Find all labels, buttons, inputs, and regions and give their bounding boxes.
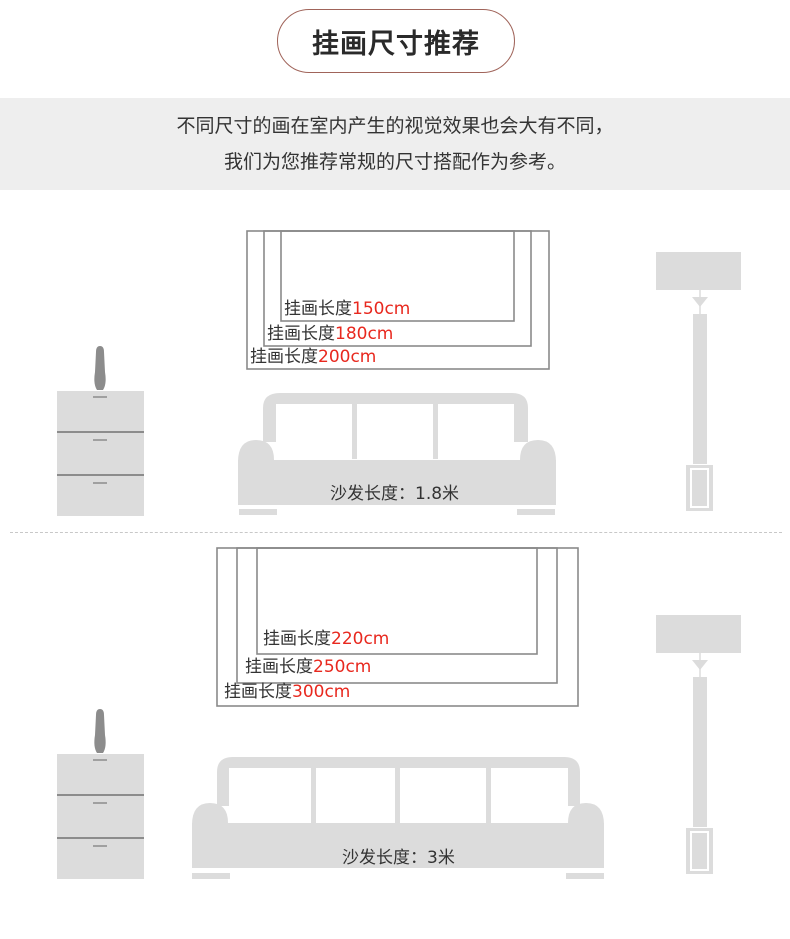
scene1-vase — [94, 346, 106, 390]
scene2-frames — [216, 547, 579, 707]
scene1-frame-label-200: 挂画长度200cm — [250, 347, 377, 367]
scene1-sofa-label: 沙发长度：1.8米 — [330, 484, 460, 504]
intro-line-2: 我们为您推荐常规的尺寸搭配作为参考。 — [223, 151, 566, 173]
page-title: 挂画尺寸推荐 — [277, 9, 515, 73]
scene2-vase — [94, 709, 106, 753]
scene2-floor-lamp — [656, 615, 741, 874]
scene1-floor-lamp — [656, 252, 741, 511]
scene2-sofa-label: 沙发长度：3米 — [342, 848, 455, 868]
scene2-frame-220 — [256, 547, 538, 655]
scene2-nightstand — [57, 709, 144, 879]
scene2-frame-label-300: 挂画长度300cm — [224, 682, 351, 702]
intro-line-1: 不同尺寸的画在室内产生的视觉效果也会大有不同， — [176, 115, 614, 137]
scene1-sofa — [238, 393, 556, 515]
scene1-frames — [246, 230, 550, 370]
scene2-frame-label-250: 挂画长度250cm — [245, 657, 372, 677]
scene2-frame-label-220: 挂画长度220cm — [263, 629, 390, 649]
section-divider — [10, 532, 782, 533]
scene1-frame-label-180: 挂画长度180cm — [267, 324, 394, 344]
scene2-sofa — [192, 757, 604, 879]
scene1-nightstand — [57, 346, 144, 516]
scene1-frame-150 — [280, 230, 515, 322]
intro-banner: 不同尺寸的画在室内产生的视觉效果也会大有不同， 我们为您推荐常规的尺寸搭配作为参… — [0, 98, 790, 190]
scene1-frame-label-150: 挂画长度150cm — [284, 299, 411, 319]
